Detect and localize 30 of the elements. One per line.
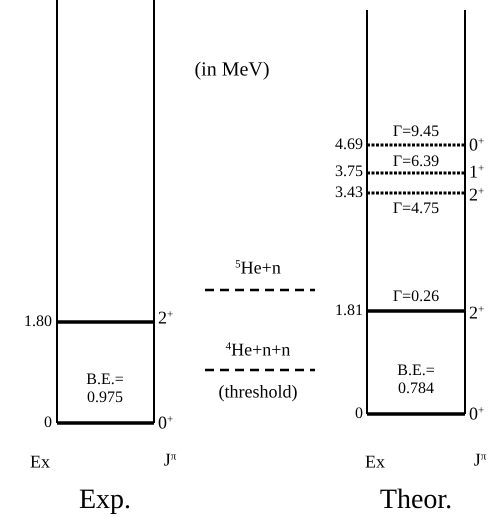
panel-caption: Exp. bbox=[78, 484, 132, 516]
axis-label: J$^{π}$ bbox=[164, 450, 176, 470]
spin-parity: 2$^{+}$ bbox=[158, 308, 174, 328]
threshold-label: $^{4}$He+n+n bbox=[226, 340, 290, 360]
energy-value: 1.81 bbox=[335, 302, 363, 320]
energy-value: 0 bbox=[355, 405, 363, 423]
spin-parity: 0$^{+}$ bbox=[469, 404, 484, 424]
binding-energy-label: B.E.= 0.975 bbox=[85, 371, 125, 407]
energy-value: 3.43 bbox=[335, 184, 363, 202]
energy-value: 1.80 bbox=[24, 313, 52, 331]
binding-energy-label: B.E.= 0.784 bbox=[396, 362, 436, 398]
energy-value: 3.75 bbox=[335, 163, 363, 181]
energy-value: 0 bbox=[44, 414, 52, 432]
spin-parity: 2$^{+}$ bbox=[469, 302, 484, 324]
spin-parity: 2$^{+}$ bbox=[469, 184, 484, 206]
width-label: Γ=6.39 bbox=[392, 153, 440, 171]
spin-parity: 1$^{+}$ bbox=[469, 162, 484, 182]
panel-caption: Theor. bbox=[380, 484, 452, 516]
width-label: Γ=4.75 bbox=[392, 200, 440, 218]
width-label: Γ=9.45 bbox=[392, 123, 440, 141]
threshold-note: (threshold) bbox=[218, 382, 298, 402]
spin-parity: 0$^{+}$ bbox=[469, 134, 484, 156]
threshold-label: $^{5}$He+n bbox=[235, 258, 281, 278]
energy-value: 4.69 bbox=[335, 136, 363, 154]
axis-label: Ex bbox=[365, 452, 385, 472]
axis-label: J$^{π}$ bbox=[474, 450, 486, 470]
unit-note: (in MeV) bbox=[194, 58, 270, 82]
width-label: Γ=0.26 bbox=[392, 288, 440, 306]
spin-parity: 0$^{+}$ bbox=[158, 412, 174, 434]
axis-label: Ex bbox=[30, 452, 50, 472]
